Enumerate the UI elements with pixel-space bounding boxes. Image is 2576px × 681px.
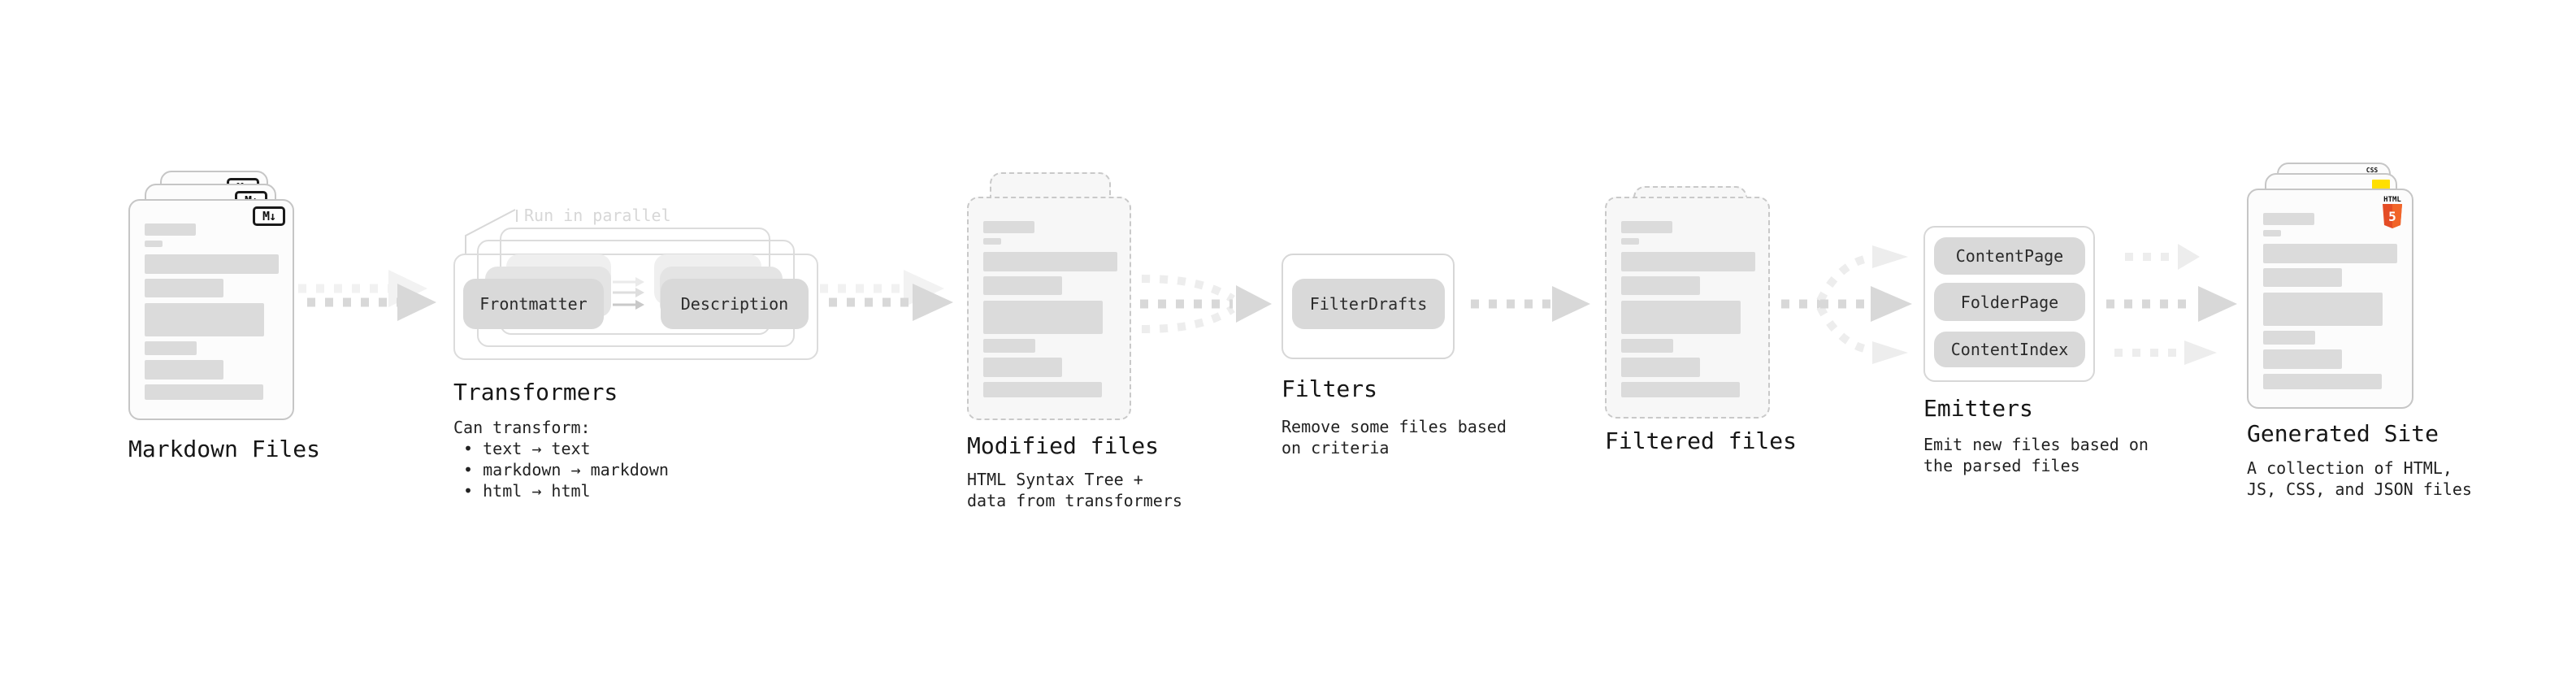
arrows-emitters-to-site [2106,244,2237,365]
skeleton-bar [145,360,223,380]
transformers-title: Transformers [453,379,618,406]
modified-files-label: Modified files [967,432,1160,459]
skeleton-bar [2263,374,2382,389]
skeleton-bar [2263,349,2342,369]
skeleton-bar [145,241,163,247]
skeleton-bar [1621,358,1700,377]
skeleton-bar [1621,252,1755,271]
skeleton-bar [145,341,197,355]
arrow-transformers-to-modified [820,270,953,321]
skeleton-bar [1621,301,1741,334]
modified-files-description: HTML Syntax Tree + data from transformer… [967,470,1182,510]
parallel-arrows-icon [613,277,644,310]
skeleton-bar [1621,276,1700,295]
skeleton-bar [2263,230,2281,236]
generated-site-label: Generated Site [2247,420,2439,447]
markdown-icon: M↓ [253,206,285,226]
filtered-files-label: Filtered files [1605,427,1798,454]
contentindex-pill: ContentIndex [1934,332,2085,367]
arrow-filters-to-filtered [1471,286,1590,322]
skeleton-bar [2263,244,2397,263]
arrow-filtered-to-emitters [1781,245,1912,364]
skeleton-bar [2263,293,2383,326]
skeleton-bar [145,223,196,236]
transformers-description: Can transform: • text → text • markdown … [453,418,669,501]
markdown-file-card-front: M↓ [128,199,294,420]
skeleton-bar [983,221,1034,233]
markdown-files-label: Markdown Files [128,436,321,462]
folderpage-pill: FolderPage [1934,283,2085,321]
svg-text:HTML: HTML [2383,196,2401,204]
filters-description: Remove some files based on criteria [1281,417,1507,458]
skeleton-bar [983,238,1001,245]
run-in-parallel-leader-line [465,209,518,254]
skeleton-bar [1621,221,1672,233]
js-icon [2372,180,2390,189]
skeleton-bar [1621,238,1639,245]
skeleton-bar [145,279,223,297]
arrow-modified-to-filters [1140,275,1272,333]
skeleton-bar [983,301,1103,334]
arrow-markdown-to-transformers [298,270,436,321]
modified-file-card-front [967,197,1131,420]
skeleton-bar [2263,331,2315,345]
skeleton-bar [983,382,1102,397]
skeleton-bar [145,303,264,336]
skeleton-bar [983,252,1117,271]
skeleton-bar [983,339,1035,353]
contentpage-pill: ContentPage [1934,237,2085,275]
skeleton-bar [145,384,263,400]
svg-text:5: 5 [2388,209,2396,224]
generated-site-description: A collection of HTML, JS, CSS, and JSON … [2247,458,2472,499]
transformer-frame-front [453,254,818,360]
filtered-file-card-front [1605,197,1770,419]
site-file-card-html: HTML 5 [2247,189,2413,409]
skeleton-bar [145,254,279,274]
description-pill: Description [661,279,809,329]
emitters-description: Emit new files based on the parsed files [1923,435,2149,475]
skeleton-bar [2263,213,2314,225]
skeleton-bar [1621,339,1673,353]
frontmatter-pill: Frontmatter [463,279,604,329]
skeleton-bar [2263,268,2342,287]
skeleton-bar [983,276,1062,295]
skeleton-bar [983,358,1062,377]
emitters-title: Emitters [1923,395,2033,422]
run-in-parallel-note: Run in parallel [524,206,671,225]
filterdrafts-pill: FilterDrafts [1292,279,1445,329]
filters-title: Filters [1281,375,1378,402]
html5-icon: HTML 5 [2383,196,2402,228]
skeleton-bar [1621,382,1740,397]
